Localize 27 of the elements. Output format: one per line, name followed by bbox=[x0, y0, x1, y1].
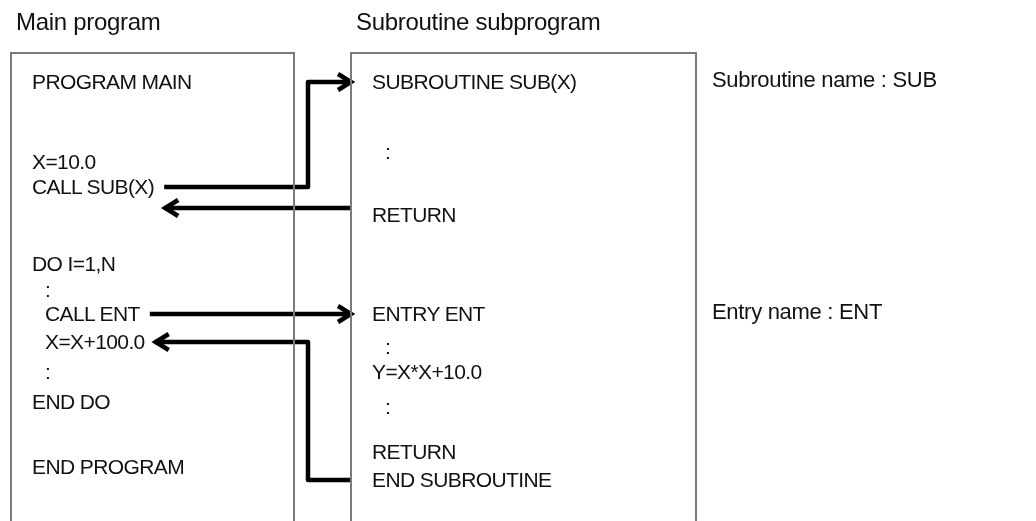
code-line: CALL SUB(X) bbox=[32, 174, 165, 214]
code-line: PROGRAM MAIN bbox=[32, 69, 202, 95]
code-line: END DO bbox=[32, 389, 121, 415]
code-line: DO I=1,N bbox=[32, 251, 126, 277]
annotation-text: Subroutine name : SUB bbox=[712, 67, 937, 93]
arrow bbox=[149, 303, 354, 325]
code-line: : bbox=[352, 394, 395, 420]
code-line: CALL ENT bbox=[45, 301, 150, 327]
panel-heading: Main program bbox=[16, 8, 161, 36]
code-line: X=10.0 bbox=[32, 149, 106, 175]
code-line: ENTRY ENT bbox=[352, 301, 489, 327]
code-line: SUBROUTINE SUB(X) bbox=[352, 69, 581, 95]
panel-heading: Subroutine subprogram bbox=[356, 8, 601, 36]
code-line: : bbox=[352, 334, 395, 360]
arrow bbox=[153, 331, 352, 483]
code-line: : bbox=[45, 359, 61, 385]
code-line: RETURN bbox=[352, 202, 460, 228]
code-line: : bbox=[45, 277, 61, 303]
code-line: Y=X*X+10.0 bbox=[352, 359, 486, 385]
code-line: : bbox=[352, 139, 395, 165]
annotation-text: Entry name : ENT bbox=[712, 299, 883, 325]
code-line: X=X+100.0 bbox=[45, 329, 155, 355]
code-line: RETURN bbox=[352, 439, 460, 465]
arrow bbox=[164, 71, 354, 190]
code-line: END SUBROUTINE bbox=[352, 467, 556, 493]
arrow bbox=[162, 197, 352, 219]
code-line: END PROGRAM bbox=[32, 454, 195, 480]
